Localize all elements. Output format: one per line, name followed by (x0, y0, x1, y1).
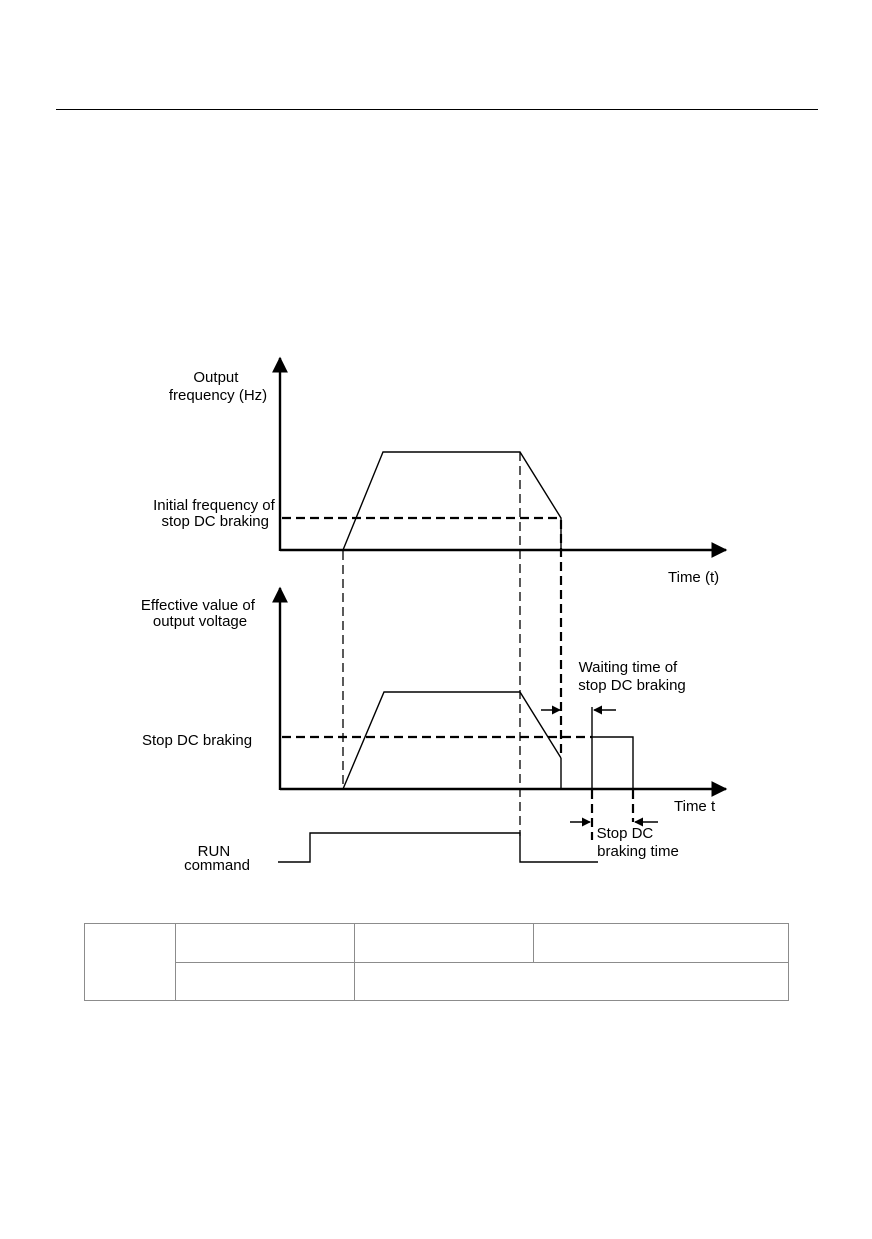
run-command-signal (278, 832, 598, 863)
run-command-label: RUN command (184, 843, 250, 874)
table-cell (533, 923, 789, 963)
braking-time-label: Stop DC braking time (597, 825, 679, 860)
voltage-curve (342, 691, 562, 790)
table-row (84, 923, 789, 1001)
dc-braking-level (592, 736, 634, 789)
frequency-axis-label: Output frequency (Hz) (169, 369, 267, 404)
table-cell (354, 923, 534, 963)
table-cell (175, 923, 355, 963)
voltage-axis-label: Effective value of output voltage (141, 597, 259, 630)
frequency-curve (342, 451, 562, 551)
table-cell (175, 961, 355, 1001)
parameter-table (84, 923, 789, 1001)
table-cell (354, 961, 789, 1001)
table-cell (84, 923, 176, 1001)
table-row (85, 961, 789, 1001)
waiting-time-label: Waiting time of stop DC braking (578, 659, 686, 694)
bottom-time-axis-label: Time t (674, 798, 716, 815)
header-rule (56, 109, 818, 110)
stop-dc-braking-label: Stop DC braking (142, 732, 252, 749)
initial-frequency-label: Initial frequency of stop DC braking (153, 497, 279, 530)
top-time-axis-label: Time (t) (668, 569, 719, 586)
